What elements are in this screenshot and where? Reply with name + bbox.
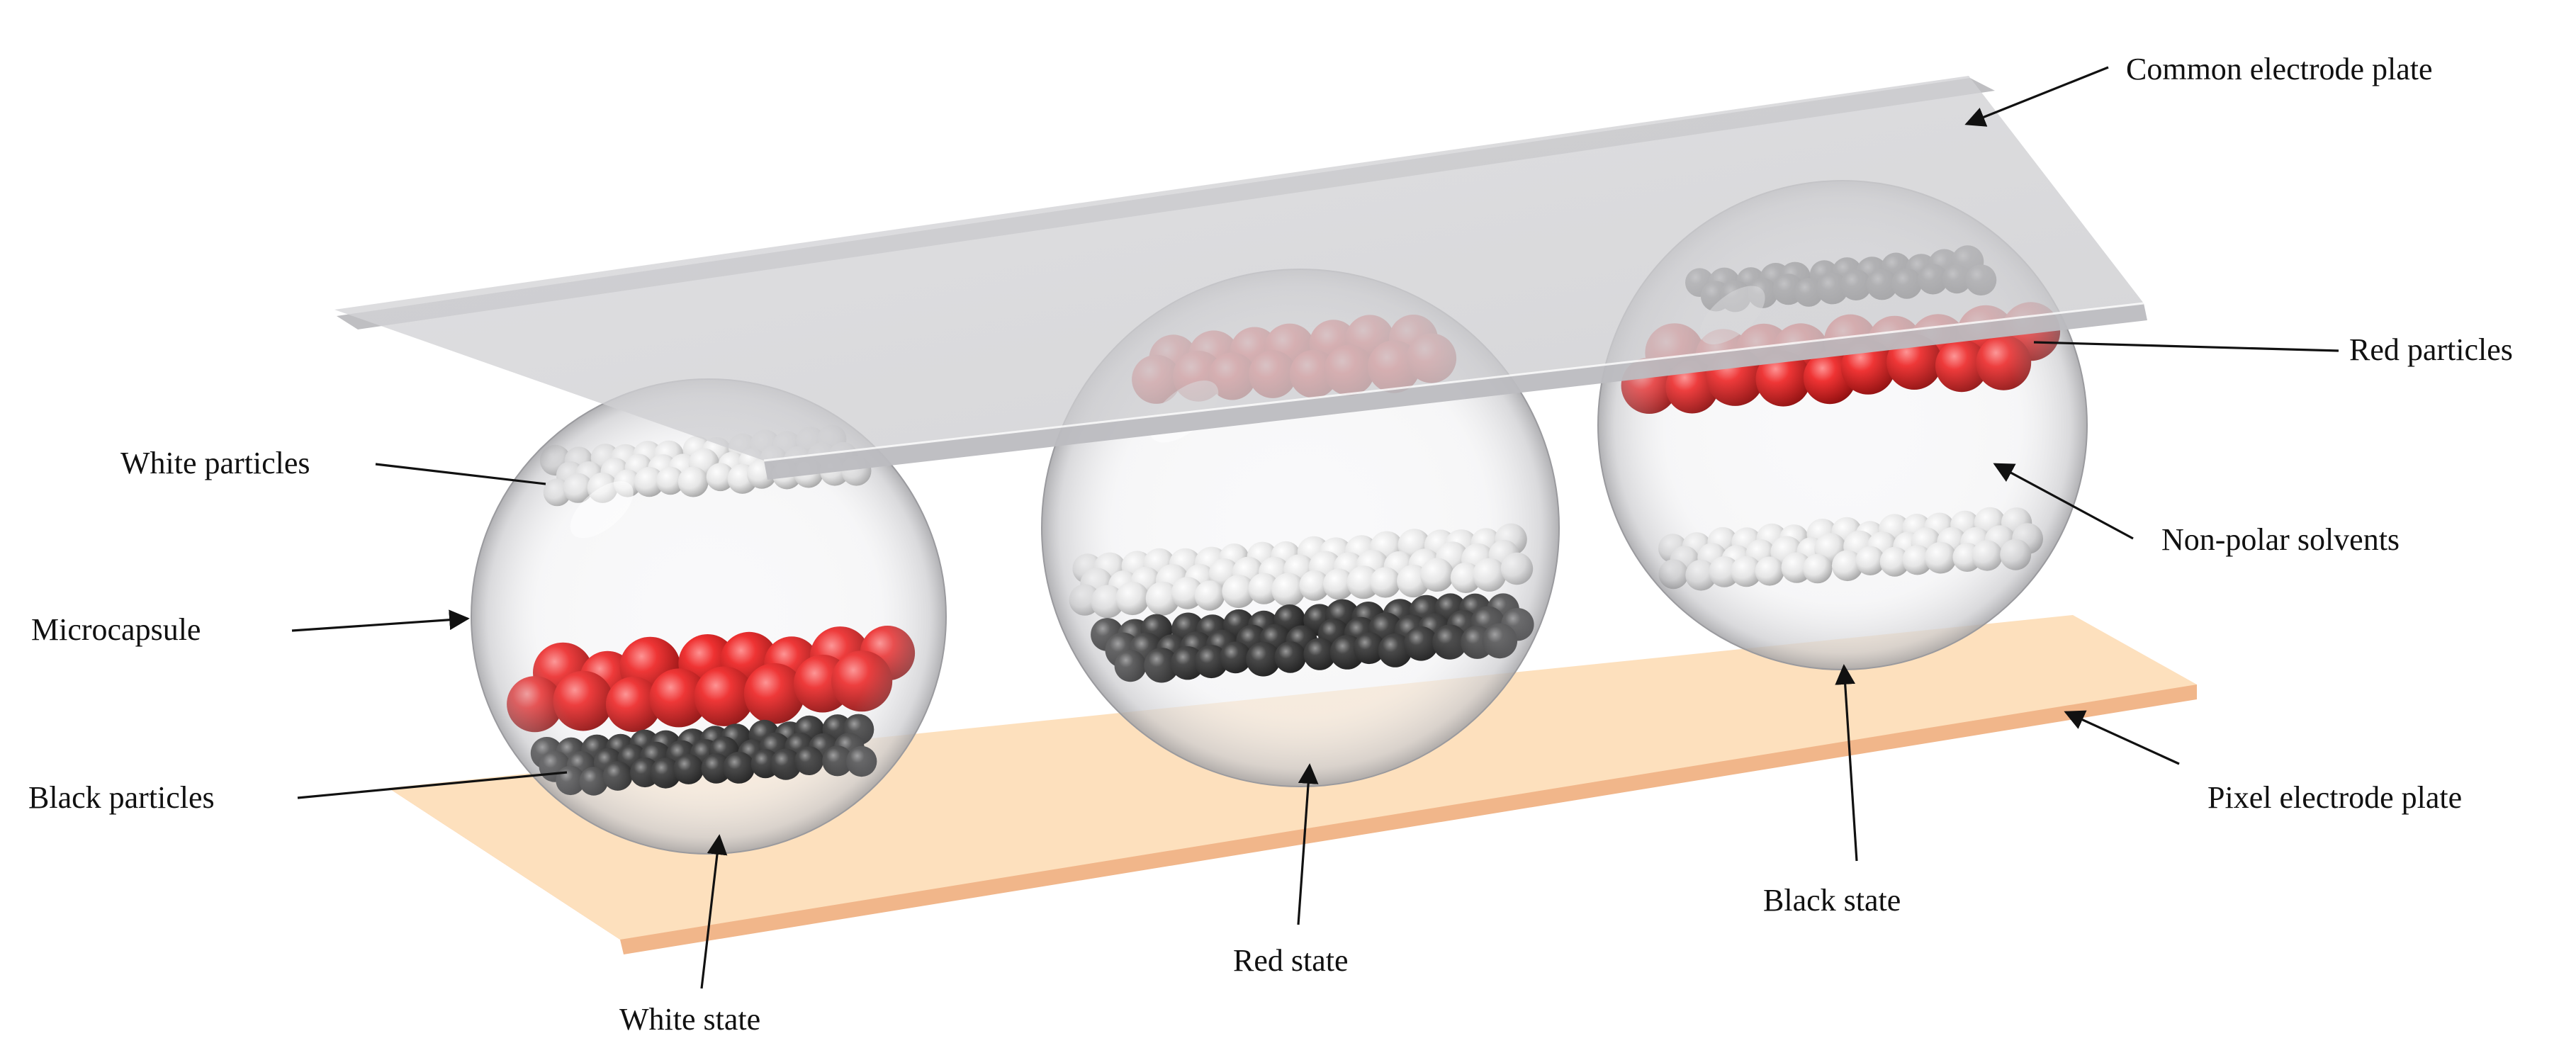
label-non-polar-solvents: Non-polar solvents bbox=[2161, 522, 2400, 557]
labels: Common electrode plate Red particles Whi… bbox=[28, 52, 2513, 1037]
label-white-particles: White particles bbox=[120, 446, 310, 480]
common-electrode-plate bbox=[334, 76, 2147, 480]
label-microcapsule: Microcapsule bbox=[31, 612, 201, 647]
label-common-electrode-plate: Common electrode plate bbox=[2126, 52, 2433, 86]
label-black-particles: Black particles bbox=[28, 780, 215, 815]
label-red-particles: Red particles bbox=[2349, 332, 2513, 367]
label-red-state: Red state bbox=[1233, 943, 1349, 978]
microcapsule-highlight bbox=[570, 481, 634, 539]
label-pixel-electrode-plate: Pixel electrode plate bbox=[2207, 780, 2462, 815]
leader-lines bbox=[291, 66, 2339, 989]
label-white-state: White state bbox=[619, 1002, 760, 1037]
label-black-state: Black state bbox=[1763, 883, 1901, 918]
